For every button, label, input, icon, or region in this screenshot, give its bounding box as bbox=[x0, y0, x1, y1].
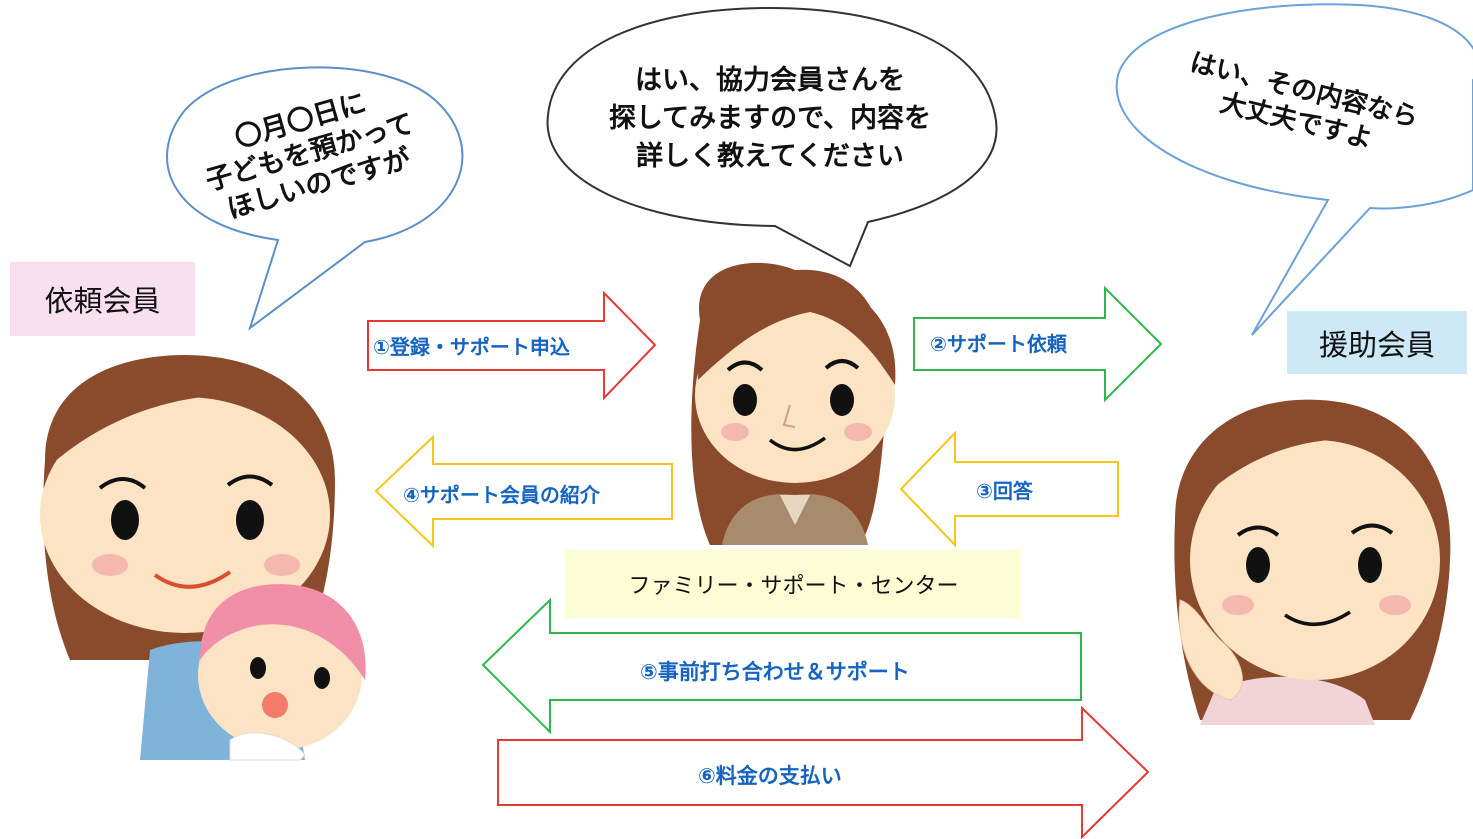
arrow-4-label: ④サポート会員の紹介 bbox=[403, 483, 600, 507]
arrow-6-label: ⑥料金の支払い bbox=[698, 764, 842, 788]
center-bubble-text: はい、協力会員さんを 探してみますので、内容を 詳しく教えてください bbox=[560, 62, 980, 175]
requester-label: 依頼会員 bbox=[10, 262, 195, 336]
center-label: ファミリー・サポート・センター bbox=[566, 550, 1021, 618]
helper-label: 援助会員 bbox=[1287, 311, 1467, 374]
center-bubble-line-1: はい、協力会員さんを bbox=[635, 65, 905, 96]
arrow-5-label: ⑤事前打ち合わせ＆サポート bbox=[640, 660, 910, 684]
center-bubble-line-2: 探してみますので、内容を bbox=[608, 102, 932, 134]
arrow-2-label: ②サポート依頼 bbox=[930, 332, 1067, 356]
center-bubble-line-3: 詳しく教えてください bbox=[636, 140, 904, 172]
arrow-1-label: ①登録・サポート申込 bbox=[373, 335, 570, 359]
arrow-3-label: ③回答 bbox=[976, 479, 1033, 503]
